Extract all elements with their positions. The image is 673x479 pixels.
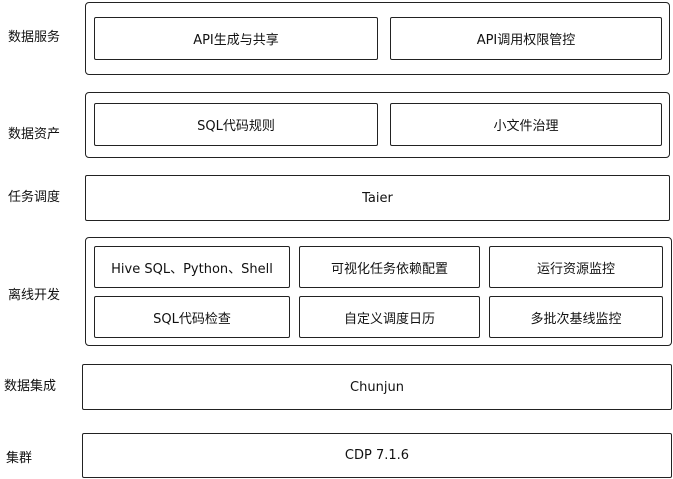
layer-label-data-service: 数据服务: [8, 30, 61, 45]
box-taier: Taier: [85, 175, 670, 221]
box-small-file-governance: 小文件治理: [390, 103, 662, 146]
box-api-permission-control: API调用权限管控: [390, 17, 662, 60]
layer-label-offline-dev: 离线开发: [8, 288, 61, 303]
box-runtime-resource-monitor: 运行资源监控: [489, 246, 663, 288]
layer-label-cluster: 集群: [6, 451, 33, 466]
layer-label-task-scheduling: 任务调度: [8, 190, 61, 205]
box-sql-code-rules: SQL代码规则: [94, 103, 378, 146]
box-visual-task-dependency: 可视化任务依赖配置: [299, 246, 480, 288]
box-custom-schedule-calendar: 自定义调度日历: [299, 296, 480, 338]
box-cdp: CDP 7.1.6: [82, 433, 672, 478]
box-chunjun: Chunjun: [82, 364, 672, 410]
box-multi-batch-baseline-monitor: 多批次基线监控: [489, 296, 663, 338]
layer-label-data-integration: 数据集成: [4, 379, 57, 394]
layer-label-data-asset: 数据资产: [8, 127, 61, 142]
box-hive-python-shell: Hive SQL、Python、Shell: [94, 246, 290, 288]
box-sql-code-check: SQL代码检查: [94, 296, 290, 338]
box-api-generation-sharing: API生成与共享: [94, 17, 378, 60]
